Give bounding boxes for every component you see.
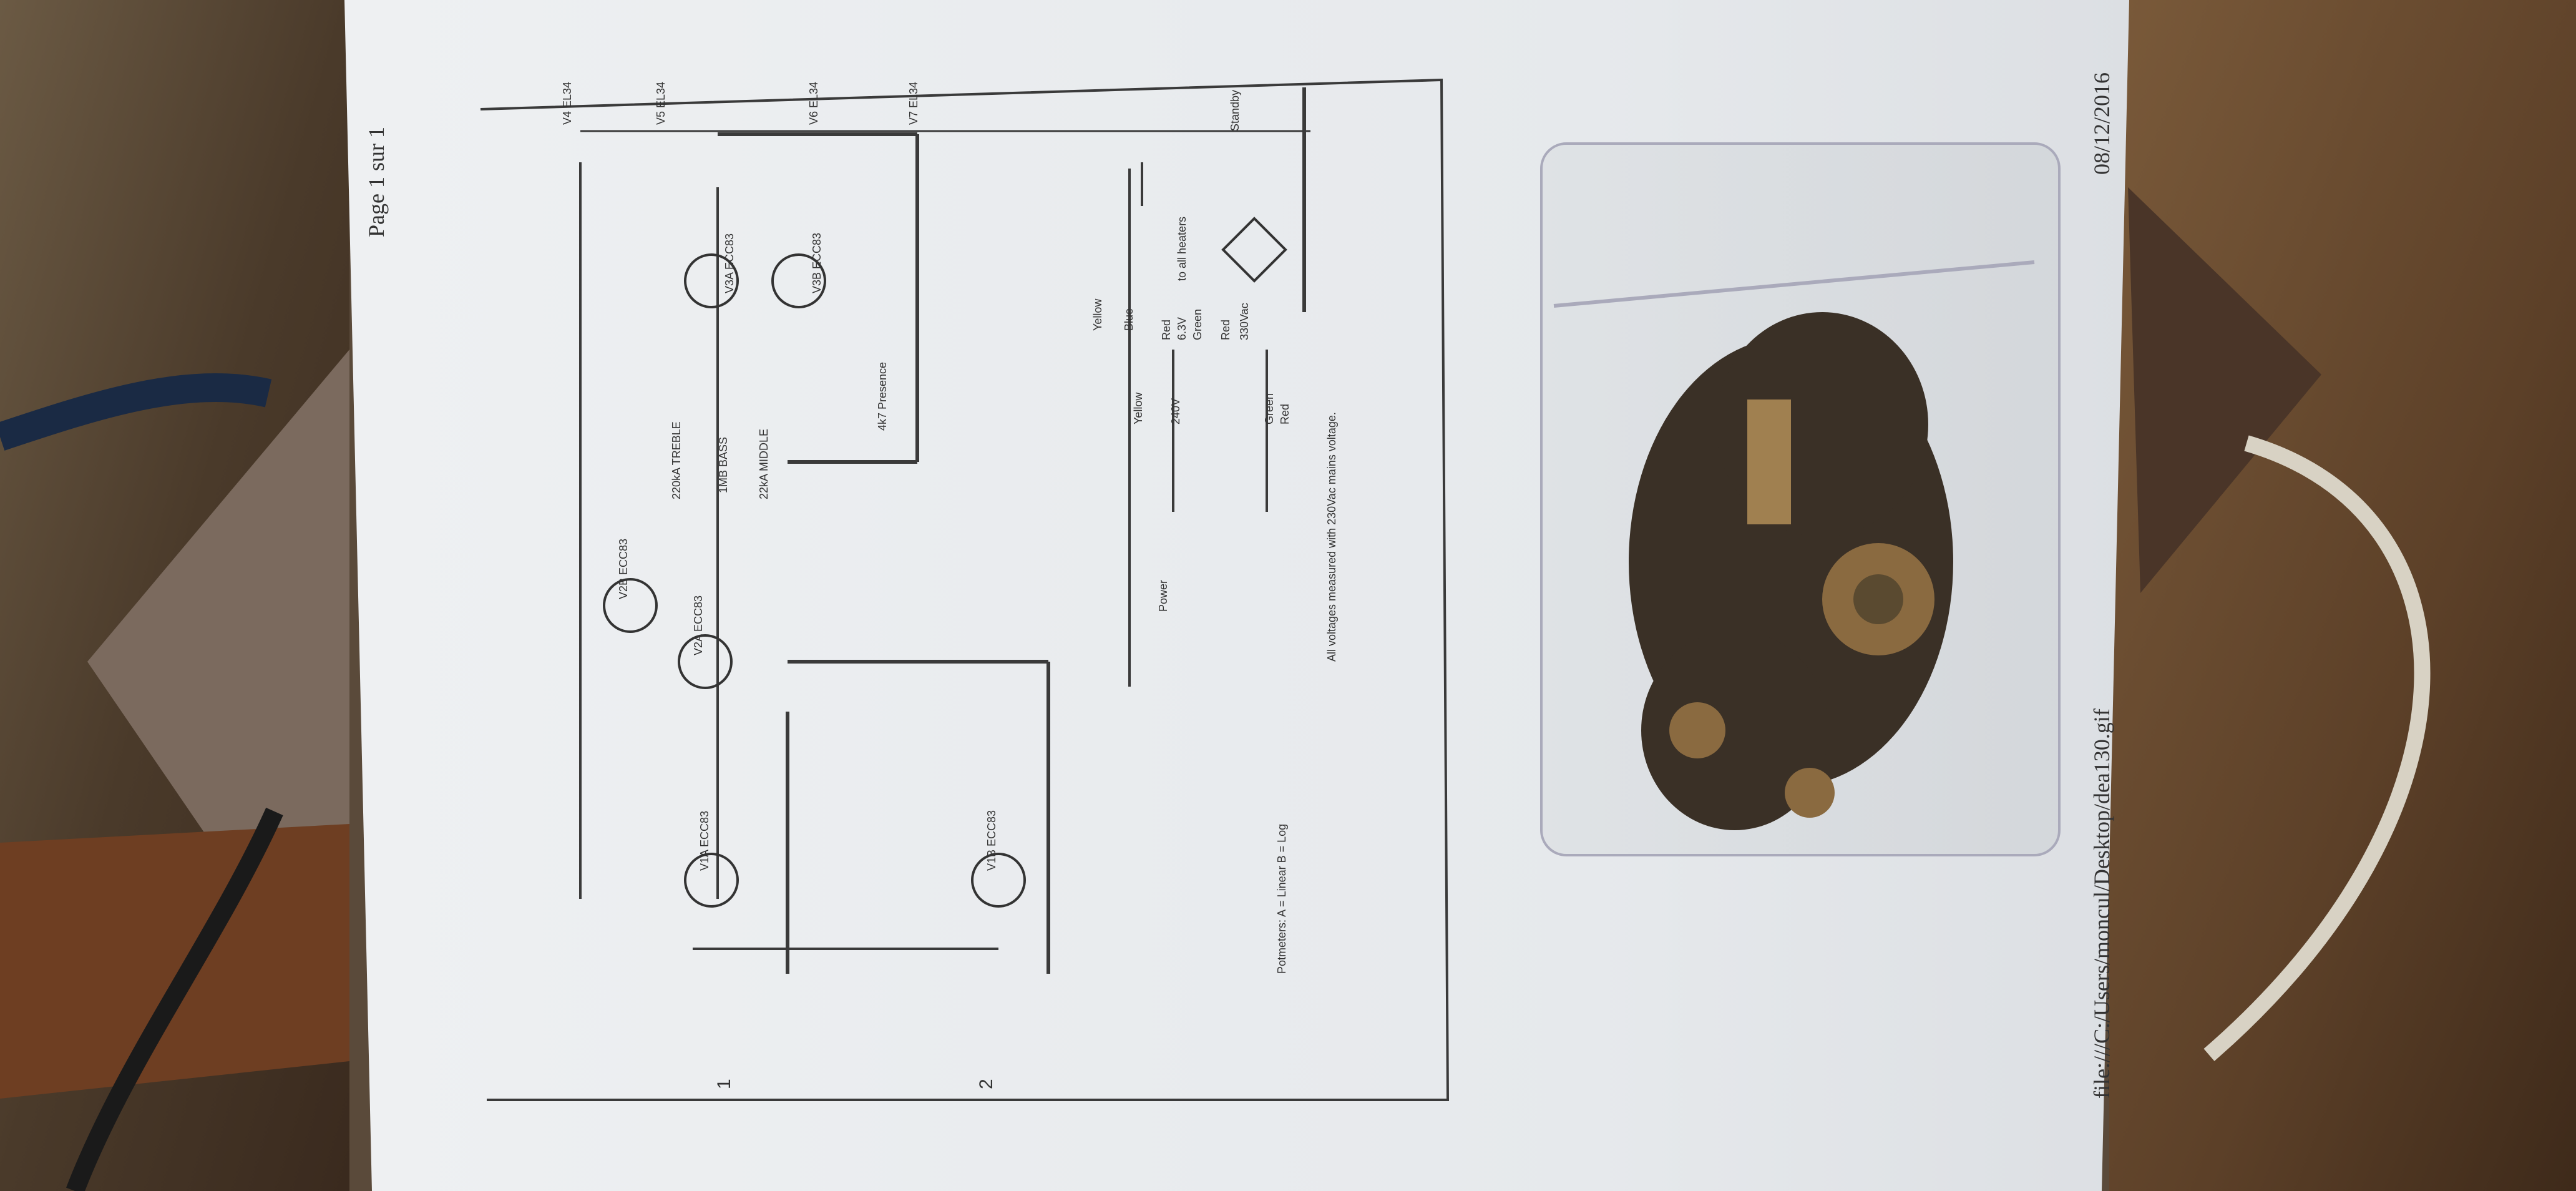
transformer-label: 240V bbox=[1169, 398, 1182, 424]
tube-label: V3A ECC83 bbox=[723, 233, 736, 293]
transformer-label: Green bbox=[1263, 393, 1276, 424]
file-path: file:///C:/Users/moncul/Desktop/dea130.g… bbox=[2089, 708, 2114, 1099]
input-label-1: 1 bbox=[714, 1079, 734, 1089]
wooden-box bbox=[87, 350, 349, 899]
black-cable bbox=[66, 807, 283, 1191]
transformer-label: Yellow bbox=[1091, 298, 1104, 331]
control-label: 4k7 Presence bbox=[876, 362, 889, 431]
white-cable bbox=[2203, 435, 2431, 1061]
control-label: 220kA TREBLE bbox=[670, 421, 683, 499]
tube-label: V4 EL34 bbox=[561, 82, 573, 125]
transformer-label: Green bbox=[1191, 309, 1204, 340]
tube-label: V3B ECC83 bbox=[811, 233, 823, 293]
bag-of-parts bbox=[1540, 142, 2061, 856]
print-date: 08/12/2016 bbox=[2089, 72, 2114, 175]
voltage-note: All voltages measured with 230Vac mains … bbox=[1325, 412, 1338, 662]
potmeter-note: Potmeters: A = Linear B = Log bbox=[1276, 824, 1288, 974]
transformer-label: Red bbox=[1219, 320, 1232, 340]
transformer-label: Red bbox=[1160, 320, 1173, 340]
transformer-label: Red bbox=[1279, 404, 1291, 424]
tube-label: V1A ECC83 bbox=[698, 811, 711, 871]
transformer-label: 6.3V bbox=[1176, 317, 1188, 340]
tube-label: V2A ECC83 bbox=[692, 596, 705, 655]
tube-label: V7 EL34 bbox=[907, 82, 920, 125]
standby-switch-label: Standby bbox=[1229, 90, 1241, 131]
transformer-label: Yellow bbox=[1132, 392, 1144, 424]
input-label-2: 2 bbox=[976, 1079, 997, 1089]
blue-cable bbox=[0, 373, 272, 451]
transformer-label: Blue bbox=[1123, 308, 1135, 331]
tube-label: V2B ECC83 bbox=[617, 539, 630, 599]
workbench-right bbox=[2109, 0, 2576, 1191]
transformer-label: to all heaters bbox=[1176, 217, 1188, 281]
transformer-label: 330Vac bbox=[1238, 303, 1251, 340]
tube-label: V1B ECC83 bbox=[985, 810, 998, 871]
schematic-drawing bbox=[480, 78, 1450, 1101]
power-switch-label: Power bbox=[1157, 580, 1169, 612]
page-number: Page 1 sur 1 bbox=[364, 127, 389, 237]
tube-label: V5 EL34 bbox=[655, 82, 667, 125]
control-label: 1MB BASS bbox=[717, 437, 729, 493]
vacuum-tubes bbox=[603, 253, 1026, 908]
tube-label: V6 EL34 bbox=[807, 82, 820, 125]
control-label: 22kA MIDDLE bbox=[758, 429, 770, 499]
bridge-rectifier bbox=[1221, 217, 1287, 283]
